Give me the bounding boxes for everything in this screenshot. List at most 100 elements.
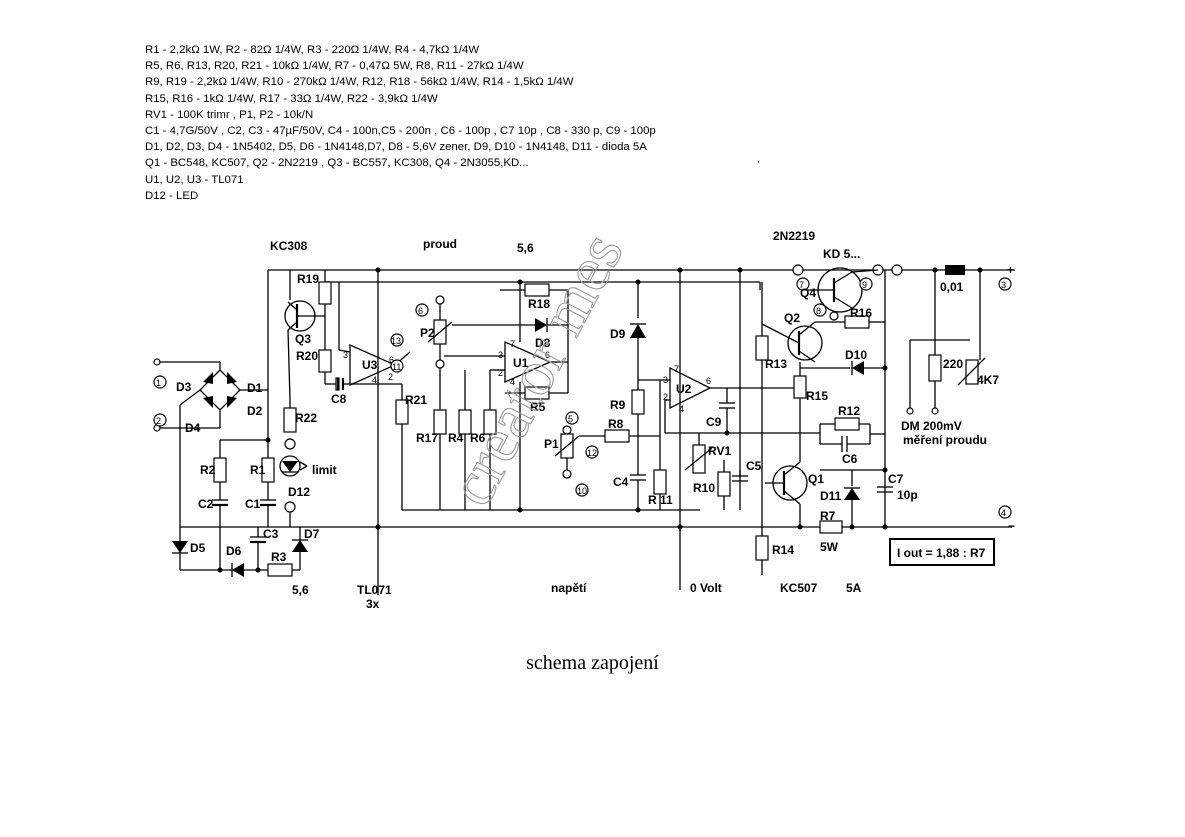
label-p1: P1 bbox=[544, 437, 559, 451]
parts-line: R15, R16 - 1kΩ 1/4W, R17 - 33Ω 1/4W, R22… bbox=[145, 92, 438, 105]
label-r14: R14 bbox=[772, 543, 794, 557]
label-5w: 5W bbox=[820, 540, 839, 554]
label-r5: R5 bbox=[530, 400, 546, 414]
node-3: 3 bbox=[1001, 280, 1006, 290]
node-1: 1 bbox=[156, 378, 161, 388]
label-mereni-proudu: měření proudu bbox=[903, 433, 987, 447]
label-c6: C6 bbox=[842, 452, 858, 466]
label-d1: D1 bbox=[247, 381, 263, 395]
parts-list: R1 - 2,2kΩ 1W, R2 - 82Ω 1/4W, R3 - 220Ω … bbox=[145, 42, 656, 204]
label-kc308: KC308 bbox=[270, 239, 308, 253]
label-c4: C4 bbox=[613, 475, 629, 489]
label-r6: R6 bbox=[470, 431, 486, 445]
label-d4: D4 bbox=[185, 421, 201, 435]
label-q2: Q2 bbox=[784, 311, 800, 325]
label-kc507: KC507 bbox=[780, 581, 818, 595]
caption: schema zapojení bbox=[526, 652, 659, 674]
label-c7: C7 bbox=[888, 472, 904, 486]
label-r17: R17 bbox=[416, 431, 438, 445]
label-10p: 10p bbox=[897, 488, 918, 502]
node-5: 5 bbox=[568, 414, 573, 424]
node-12: 12 bbox=[587, 448, 597, 458]
junction-dots bbox=[217, 267, 983, 573]
label-d2: D2 bbox=[247, 404, 263, 418]
label-r18: R18 bbox=[528, 297, 550, 311]
bottom-labels: 5,6 TL071 3x bbox=[292, 583, 392, 611]
label-r13: R13 bbox=[765, 357, 787, 371]
node-8: 8 bbox=[816, 306, 821, 316]
stray-mark: , bbox=[757, 154, 760, 164]
plus-sign: + bbox=[1007, 263, 1014, 277]
parts-line: R9, R19 - 2,2kΩ 1/4W, R10 - 270kΩ 1/4W, … bbox=[145, 76, 574, 89]
parts-line: R5, R6, R13, R20, R21 - 10kΩ 1/4W, R7 - … bbox=[145, 60, 524, 73]
parts-line: D12 - LED bbox=[145, 189, 199, 202]
label-220: 220 bbox=[943, 357, 963, 371]
label-dm200mv: DM 200mV bbox=[901, 419, 962, 433]
label-c9: C9 bbox=[706, 415, 722, 429]
label-5a: 5A bbox=[846, 581, 862, 595]
opamp-u2: U2 7 3 2 6 4 C9 RV1 R10 bbox=[638, 364, 820, 510]
parts-line: U1, U2, U3 - TL071 bbox=[145, 173, 244, 186]
pin-u1-6: 6 bbox=[545, 350, 550, 360]
parts-line: D1, D2, D3, D4 - 1N5402, D5, D6 - 1N4148… bbox=[145, 141, 647, 154]
label-5-6-top: 5,6 bbox=[517, 241, 534, 255]
label-proud: proud bbox=[423, 237, 457, 251]
pin-u2-6: 6 bbox=[706, 376, 711, 386]
node-9: 9 bbox=[862, 280, 867, 290]
pin-u3-2: 2 bbox=[388, 372, 393, 382]
label-q3: Q3 bbox=[295, 332, 311, 346]
label-u1: U1 bbox=[513, 356, 529, 370]
parts-line: Q1 - BC548, KC507, Q2 - 2N2219 , Q3 - BC… bbox=[145, 157, 529, 170]
opamp-u3: U3 3 6 4 2 C8 13 R21 11 bbox=[325, 333, 427, 510]
label-u2: U2 bbox=[676, 382, 692, 396]
power-transistor-q4: 7 Q4 8 9 R16 bbox=[792, 264, 903, 329]
parts-line: RV1 - 100K trimr , P1, P2 - 10k/N bbox=[145, 108, 314, 121]
voltage-setting-section: 5 P1 12 10 R8 napětí bbox=[544, 411, 660, 595]
watermark: creator mes bbox=[435, 221, 637, 516]
label-r2: R2 bbox=[200, 463, 216, 477]
node-2: 2 bbox=[156, 416, 161, 426]
pin-u1-2: 2 bbox=[498, 368, 503, 378]
label-d3: D3 bbox=[176, 380, 192, 394]
label-5-6-bottom: 5,6 bbox=[292, 583, 309, 597]
pin-u2-7: 7 bbox=[674, 364, 679, 374]
label-2n2219: 2N2219 bbox=[773, 229, 815, 243]
rails bbox=[179, 269, 1015, 595]
bridge-rectifier: D3 D4 D1 D2 bbox=[153, 358, 268, 435]
pin-u2-4: 4 bbox=[679, 404, 684, 414]
left-filter: R2 C2 R1 C1 D5 D6 C3 R3 bbox=[172, 439, 320, 577]
pin-u1-4: 4 bbox=[510, 377, 515, 387]
parts-line: R1 - 2,2kΩ 1W, R2 - 82Ω 1/4W, R3 - 220Ω … bbox=[145, 44, 480, 56]
label-iout-formula: I out = 1,88 : R7 bbox=[897, 546, 986, 560]
label-c1: C1 bbox=[245, 497, 261, 511]
label-r21: R21 bbox=[405, 393, 427, 407]
label-c3: C3 bbox=[263, 527, 279, 541]
label-kd5: KD 5... bbox=[823, 247, 860, 261]
parts-line: C1 - 4,7G/50V , C2, C3 - 47µF/50V, C4 - … bbox=[145, 124, 656, 137]
label-c8: C8 bbox=[331, 392, 347, 406]
reference-section: D9 R9 C4 R 11 0 Volt bbox=[610, 282, 722, 595]
label-r16: R16 bbox=[850, 306, 872, 320]
label-d5: D5 bbox=[190, 541, 206, 555]
label-d12: D12 bbox=[288, 485, 310, 499]
label-r10: R10 bbox=[693, 481, 715, 495]
label-napeti: napětí bbox=[551, 581, 587, 595]
pin-u1-3: 3 bbox=[498, 350, 503, 360]
label-r9: R9 bbox=[610, 398, 626, 412]
label-u3: U3 bbox=[362, 358, 378, 372]
pin-u3-6: 6 bbox=[389, 355, 394, 365]
node-10: 10 bbox=[577, 486, 587, 496]
pin-u2-2: 2 bbox=[663, 392, 668, 402]
driver-section: 2N2219 KD 5... R13 R14 Q2 R15 bbox=[755, 229, 860, 595]
label-r7: R7 bbox=[820, 509, 836, 523]
pin-u3-4: 4 bbox=[372, 375, 377, 385]
label-rv1: RV1 bbox=[708, 444, 731, 458]
current-setting-section: proud 5,6 6 P2 R17 R4 R6 bbox=[338, 237, 569, 510]
label-p2: P2 bbox=[420, 326, 435, 340]
label-r3: R3 bbox=[271, 550, 287, 564]
label-r20: R20 bbox=[296, 349, 318, 363]
label-0-volt: 0 Volt bbox=[690, 581, 722, 595]
node-11: 11 bbox=[392, 362, 401, 372]
output-section: D10 R12 C6 D11 C7 10p R7 5W 5A bbox=[800, 270, 918, 595]
